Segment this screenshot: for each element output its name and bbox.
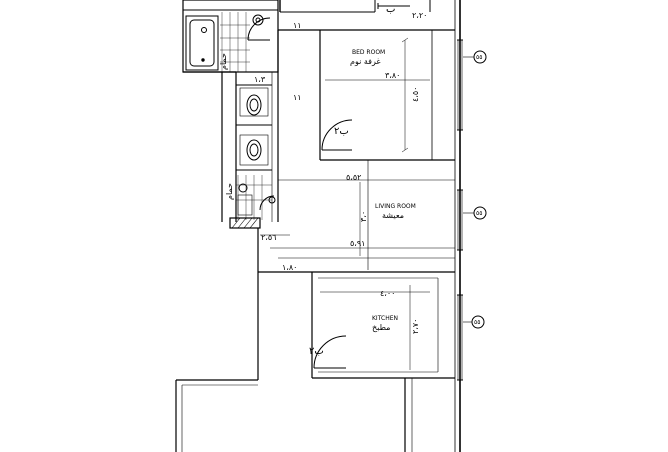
tile-grid-1 (220, 12, 250, 72)
bath-2 (236, 84, 272, 126)
window-living (457, 189, 463, 251)
bedroom-name-ar: غرفة نوم (350, 57, 381, 66)
window-bedroom (457, 39, 463, 131)
dim-living-span: ٥،٩١ (350, 239, 365, 248)
top-door-arrow (377, 3, 410, 9)
bath2-name-ar: حمام (225, 183, 234, 200)
dim-bed-wall-1: ١١ (293, 21, 302, 30)
dim-kitchen-depth: ٢،٧٠ (411, 319, 420, 334)
dim-living-depth: ٣،٠ (359, 211, 368, 222)
dim-kitchen-wall: ١،٨٠ (282, 263, 297, 272)
door-label-bedroom: ب٢ (334, 126, 349, 137)
dim-bath-size: ١،٣ (254, 75, 266, 84)
dim-kitchen-width: ٤،٠٠ (380, 289, 395, 298)
bath1-name-ar: حمام (219, 53, 228, 70)
kitchen-name-ar: مطبخ (372, 323, 390, 332)
dim-top-door: ٢،٢٠ (412, 11, 427, 20)
bath-block (182, 0, 279, 73)
bedroom-door-arc (321, 119, 353, 151)
dim-offset-1: ٢،٥٦ (261, 233, 276, 242)
bedroom-name-en: BED ROOM (352, 49, 385, 56)
dim-bed-width: ٣،٨٠ (385, 71, 400, 80)
bath-3 (236, 134, 272, 171)
bath-4 (237, 183, 276, 216)
dim-living-wall: ٥،٥٢ (346, 173, 361, 182)
axis-label-1: ٥٥ (476, 54, 482, 61)
axis-label-3: ٥٥ (474, 319, 480, 326)
axis-label-2: ٥٥ (476, 210, 482, 217)
living-name-en: LIVING ROOM (375, 203, 416, 210)
bath-door-1 (247, 17, 271, 41)
bathtub (185, 15, 219, 71)
kitchen-door-arc (313, 335, 347, 369)
door-label-kitchen: ب٢ (309, 346, 324, 357)
living-name-ar: معيشة (382, 211, 404, 220)
hatched-wall (229, 217, 261, 229)
kitchen-name-en: KITCHEN (372, 315, 398, 322)
tile-grid-2 (236, 175, 272, 220)
window-kitchen (457, 294, 463, 381)
dim-bed-wall-2: ١١ (293, 93, 302, 102)
dimension-lines (260, 37, 455, 370)
dim-bed-depth: ٤،٥٠ (411, 87, 420, 102)
door-label-top: ب (386, 4, 395, 15)
